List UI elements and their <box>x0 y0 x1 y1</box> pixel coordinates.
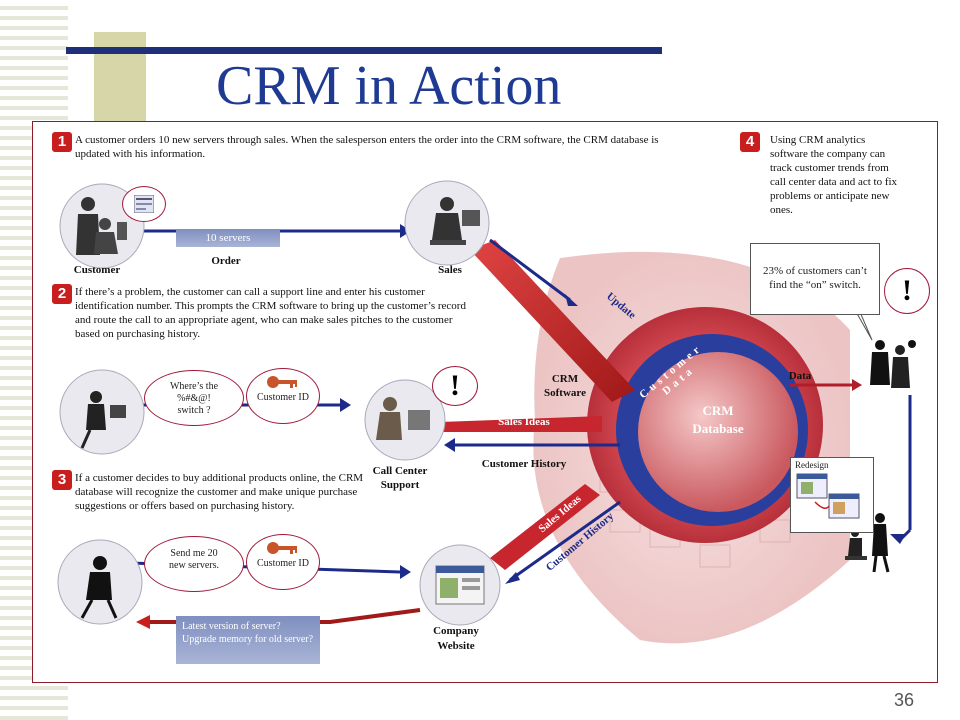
key-icon <box>267 542 297 554</box>
percent-callout: 23% of customers can’t find the “on” swi… <box>750 243 880 315</box>
analytics-team-figure <box>866 333 918 391</box>
latest-version-box: Latest version of server? Upgrade memory… <box>176 616 320 664</box>
order-form-icon <box>133 194 155 214</box>
sales-ideas-2-arrow <box>490 484 600 570</box>
customer-3-figure <box>57 539 143 625</box>
data-label: Data <box>788 370 812 382</box>
call-center-label: Call Center Support <box>372 465 428 491</box>
sales-label: Sales <box>438 264 462 276</box>
ten-servers-box: 10 servers <box>176 229 280 247</box>
send-bubble: Send me 20 new servers. <box>144 536 244 592</box>
page-title: CRM in Action <box>216 55 562 117</box>
sales-ideas-arrow <box>440 416 602 432</box>
step-2-text: If there’s a problem, the customer can c… <box>75 286 466 340</box>
customer-2-figure <box>59 369 145 455</box>
step-2-badge: 2 <box>52 284 72 304</box>
update-arrow-line <box>489 238 571 302</box>
customer-history-2-arrow <box>509 500 621 582</box>
update-arrow-head <box>565 294 578 306</box>
sales-figure <box>404 180 490 266</box>
company-website-figure <box>419 544 501 626</box>
crm-software-label: CRM Software <box>544 373 586 399</box>
customer-id-bubble-1: Customer ID <box>246 368 320 424</box>
alert-bubble-analytics: ! <box>884 268 930 314</box>
customer-id-label-2: Customer ID <box>257 558 309 569</box>
customer-history-label: Customer History <box>481 458 567 470</box>
step-3-text: If a customer decides to buy additional … <box>75 472 364 512</box>
where-bubble: Where’s the %#&@! switch ? <box>144 370 244 426</box>
redesign-box: Redesign <box>790 457 874 533</box>
sales-to-db-arrow <box>470 240 635 402</box>
call-arrow-head <box>340 398 351 412</box>
step-4-text: Using CRM analytics software the company… <box>770 134 898 216</box>
sales-ideas-label: Sales Ideas <box>498 416 550 428</box>
customer-label: Customer <box>73 264 121 276</box>
step-1-text: A customer orders 10 new servers through… <box>75 134 659 160</box>
step-3-badge: 3 <box>52 470 72 490</box>
step-4-badge: 4 <box>740 132 760 152</box>
alert-bubble-call-center: ! <box>432 366 478 406</box>
call-center-figure <box>364 379 446 461</box>
crm-database-label: CRM Database <box>692 403 744 436</box>
page-number: 36 <box>893 690 914 710</box>
company-website-label: Company Website <box>433 625 479 652</box>
order-label: Order <box>211 255 241 267</box>
customer-id-label-1: Customer ID <box>257 392 309 403</box>
key-icon <box>267 376 297 388</box>
crm-database-core <box>638 352 798 512</box>
redesign-team-figure <box>845 513 890 573</box>
order-form-bubble <box>122 186 166 222</box>
redesign-label: Redesign <box>795 460 829 470</box>
step-1-badge: 1 <box>52 132 72 152</box>
customer-id-bubble-2: Customer ID <box>246 534 320 590</box>
redesign-screens-icon <box>796 473 860 519</box>
title-bar <box>66 47 662 54</box>
